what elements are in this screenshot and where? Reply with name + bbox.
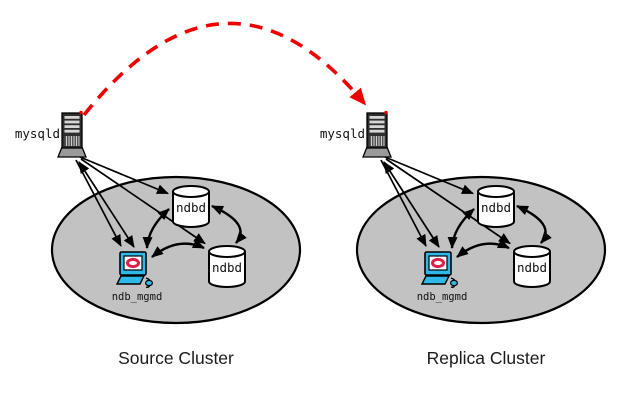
keyboard-icon — [115, 275, 146, 285]
logo-oval-icon — [126, 257, 140, 269]
replica-sql-node-label: mysqld — [320, 126, 365, 141]
replica-intra-cluster-links — [447, 204, 552, 258]
source-data-node-2: ndbd — [208, 245, 246, 288]
link-ndbmgmd-ndbd2 — [151, 238, 205, 258]
source-management-node-label: ndb_mgmd — [112, 291, 163, 303]
link-mysqld-ndbmgmd-b — [78, 161, 135, 248]
source-sql-node: mysqld — [15, 110, 87, 158]
cylinder-top — [172, 185, 210, 198]
source-data-node-2-label: ndbd — [212, 260, 242, 275]
source-data-node-1: ndbd — [172, 185, 210, 228]
replica-data-node-2: ndbd — [513, 245, 551, 288]
link-ndbd1-ndbmgmd — [142, 208, 170, 249]
tower-grille-lines — [66, 136, 80, 146]
mouse-icon — [145, 279, 154, 287]
cylinder-top — [513, 245, 551, 258]
tower-led-icon — [79, 110, 83, 115]
mouse-icon — [450, 279, 459, 287]
replica-data-node-2-label: ndbd — [517, 260, 547, 275]
link-ndbd1-ndbmgmd — [447, 208, 475, 249]
tower-bays — [64, 116, 80, 133]
replica-data-node-1: ndbd — [477, 185, 515, 228]
link-ndbd1-ndbd2 — [516, 204, 552, 244]
link-ndbd1-ndbd2 — [211, 204, 247, 244]
replica-management-node: ndb_mgmd — [417, 251, 468, 303]
link-mysqld-ndbd2 — [80, 158, 206, 245]
tower-led-icon — [384, 110, 388, 115]
keyboard-icon — [420, 275, 451, 285]
replica-sql-node-links — [380, 156, 511, 248]
cylinder-top — [208, 245, 246, 258]
cylinder-top — [477, 185, 515, 198]
cluster-replica: ndbd ndbd ndb_mgmd — [320, 110, 607, 368]
source-sql-node-label: mysqld — [15, 126, 60, 141]
source-management-node: ndb_mgmd — [112, 251, 163, 303]
link-ndbmgmd-ndbd2 — [456, 238, 510, 258]
logo-oval-icon — [431, 257, 445, 269]
link-mysqld-ndbd1 — [384, 156, 474, 195]
source-data-node-1-label: ndbd — [176, 200, 206, 215]
cluster-source: ndbd ndbd ndb_mgmd — [15, 110, 302, 368]
link-mysqld-ndbmgmd-b — [383, 161, 440, 248]
replication-arrow — [82, 21, 367, 117]
replica-data-node-1-label: ndbd — [481, 200, 511, 215]
replica-cluster-caption: Replica Cluster — [427, 348, 546, 368]
replica-management-node-label: ndb_mgmd — [417, 291, 468, 303]
source-sql-node-links — [75, 156, 206, 248]
tower-grille-lines — [371, 136, 385, 146]
link-mysqld-ndbd2 — [385, 158, 511, 245]
source-cluster-caption: Source Cluster — [118, 348, 234, 368]
link-mysqld-ndbd1 — [79, 156, 169, 195]
replica-sql-node: mysqld — [320, 110, 392, 158]
source-intra-cluster-links — [142, 204, 247, 258]
tower-bays — [369, 116, 385, 133]
